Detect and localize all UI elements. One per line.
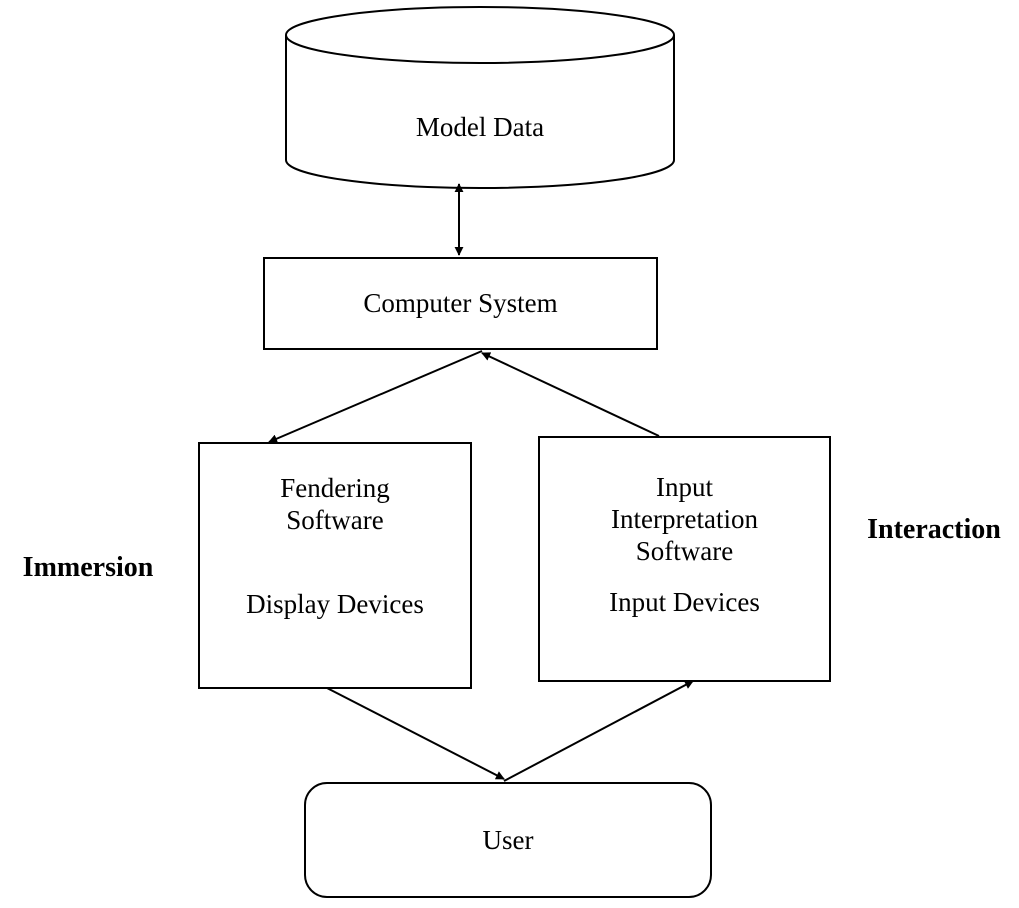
immersion-label: Immersion (22, 552, 154, 583)
edge-user-input (503, 680, 694, 782)
rendering-software-label: Fendering Software (199, 462, 471, 546)
display-devices-label: Display Devices (246, 588, 424, 619)
interaction-label: Interaction (867, 514, 1001, 545)
input-line-1: Input (656, 472, 713, 502)
model-data-label: Model Data (415, 111, 545, 142)
input-line-3: Software (635, 536, 734, 566)
user-box (304, 782, 712, 898)
input-devices-label: Input Devices (609, 586, 760, 617)
input-interpretation-label: Input Interpretation Software (539, 459, 830, 579)
edge-computer-rendering (268, 350, 483, 443)
computer-system-label: Computer System (363, 288, 558, 318)
rendering-line-2: Software (286, 505, 384, 535)
input-box (538, 436, 831, 682)
computer-system-box (263, 257, 658, 350)
model-data-cylinder (285, 6, 675, 189)
input-line-2: Interpretation (611, 504, 758, 534)
edge-input-computer (481, 352, 660, 437)
user-label: User (482, 824, 534, 855)
rendering-box (198, 442, 472, 689)
edge-rendering-user (326, 687, 505, 780)
rendering-line-1: Fendering (280, 473, 390, 503)
